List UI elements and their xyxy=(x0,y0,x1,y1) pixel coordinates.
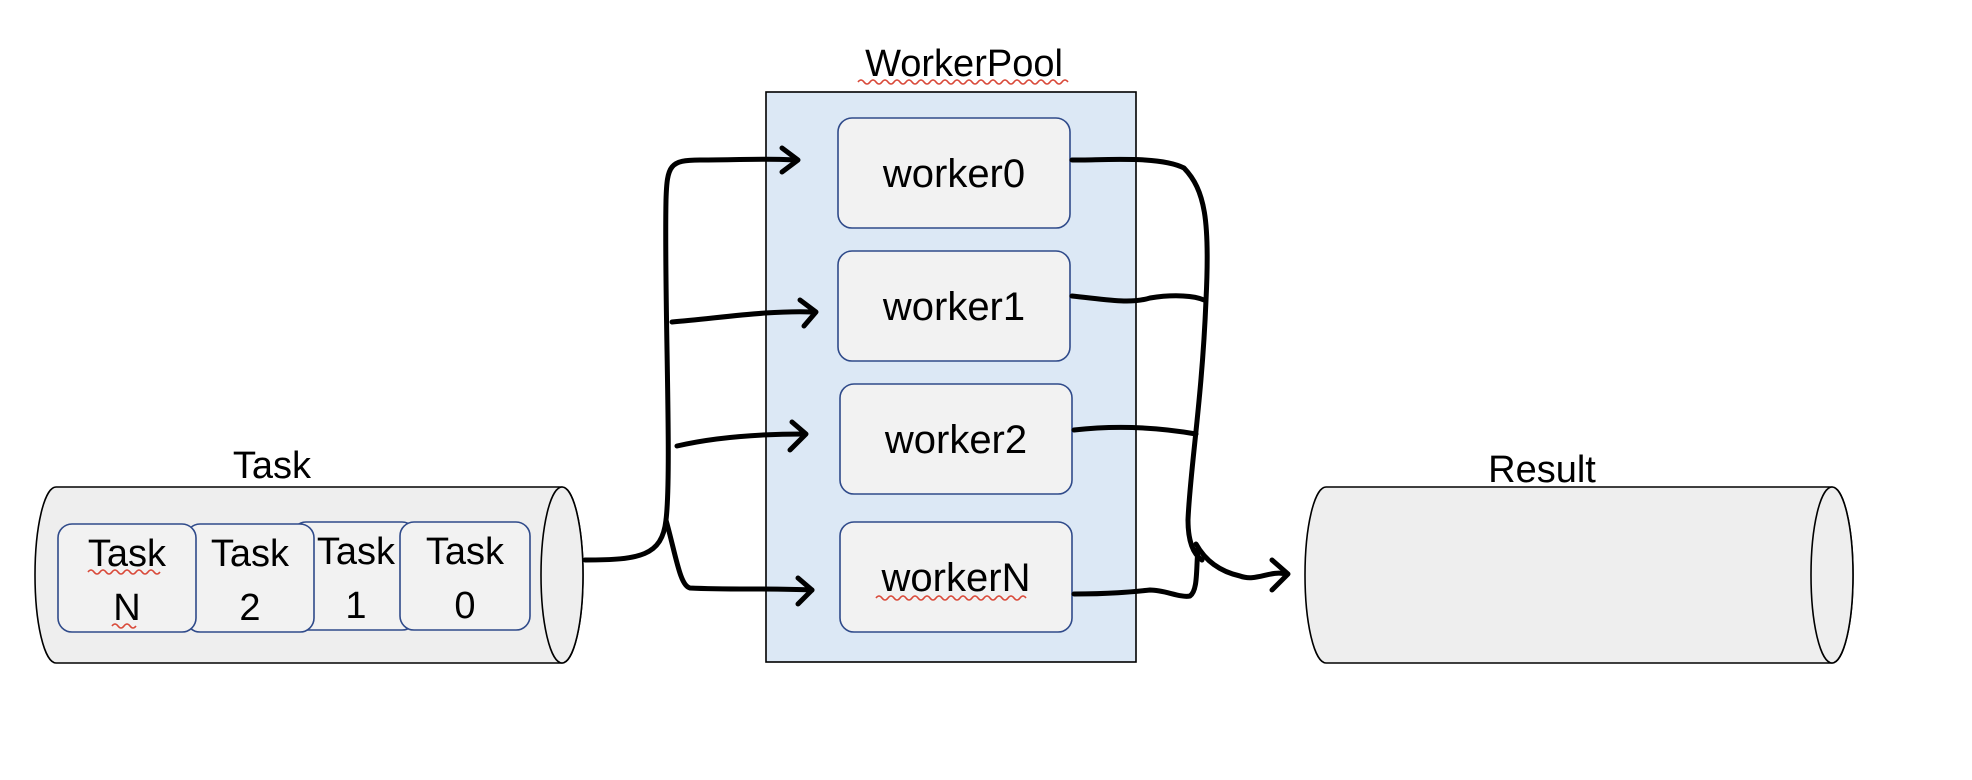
arrow-head-to-result xyxy=(1269,557,1291,593)
collect-line-workern xyxy=(1071,545,1201,599)
spellcheck-underline xyxy=(111,623,137,629)
dispatch-arrows xyxy=(582,145,819,607)
task-item-2-number: 2 xyxy=(239,587,260,629)
collect-line-worker2 xyxy=(1071,424,1199,437)
result-cylinder-body xyxy=(1304,486,1854,664)
task-item-1: Task 1 xyxy=(291,521,417,631)
arrow-head-to-workern xyxy=(795,575,815,607)
worker-pool-title: WorkerPool xyxy=(865,43,1063,85)
worker-box-n-label: workerN xyxy=(881,556,1031,600)
task-item-n-label: Task xyxy=(88,533,167,575)
spellcheck-underline xyxy=(875,595,1027,601)
worker-box-0: worker0 xyxy=(837,117,1071,229)
worker-box-1-label: worker1 xyxy=(882,285,1025,329)
dispatch-line-worker1 xyxy=(669,309,817,325)
worker-box-2-label: worker2 xyxy=(884,418,1027,462)
task-item-0-label: Task xyxy=(426,531,505,573)
dispatch-line-worker2 xyxy=(674,431,807,449)
task-cylinder-end-cap xyxy=(540,486,584,664)
worker-box-1: worker1 xyxy=(837,250,1071,362)
task-item-1-label: Task xyxy=(317,531,396,573)
collect-line-to-result xyxy=(1193,541,1289,581)
result-cylinder-end-cap xyxy=(1810,486,1854,664)
task-item-n-number: N xyxy=(113,587,140,629)
worker-box-0-label: worker0 xyxy=(882,152,1025,196)
spellcheck-underline xyxy=(857,79,1069,85)
task-item-0: Task 0 xyxy=(399,521,531,631)
result-queue-cylinder xyxy=(1304,486,1854,664)
collect-arrows xyxy=(1069,156,1291,599)
task-item-n: Task N xyxy=(57,523,197,633)
task-item-1-number: 1 xyxy=(345,585,366,627)
task-item-2-label: Task xyxy=(211,533,290,575)
arrow-head-to-worker1 xyxy=(797,297,819,329)
worker-box-n: workerN xyxy=(839,521,1073,633)
dispatch-line-workern xyxy=(663,517,815,593)
arrow-head-to-worker0 xyxy=(779,145,801,175)
task-item-2: Task 2 xyxy=(185,523,315,633)
task-item-0-number: 0 xyxy=(454,585,475,627)
dispatch-trunk-line xyxy=(582,156,799,563)
worker-box-2: worker2 xyxy=(839,383,1073,495)
result-queue-title: Result xyxy=(1488,449,1596,491)
task-queue-title: Task xyxy=(233,445,312,487)
collect-line-worker1 xyxy=(1069,293,1207,304)
spellcheck-underline xyxy=(87,569,161,575)
arrow-head-to-worker2 xyxy=(787,419,809,453)
